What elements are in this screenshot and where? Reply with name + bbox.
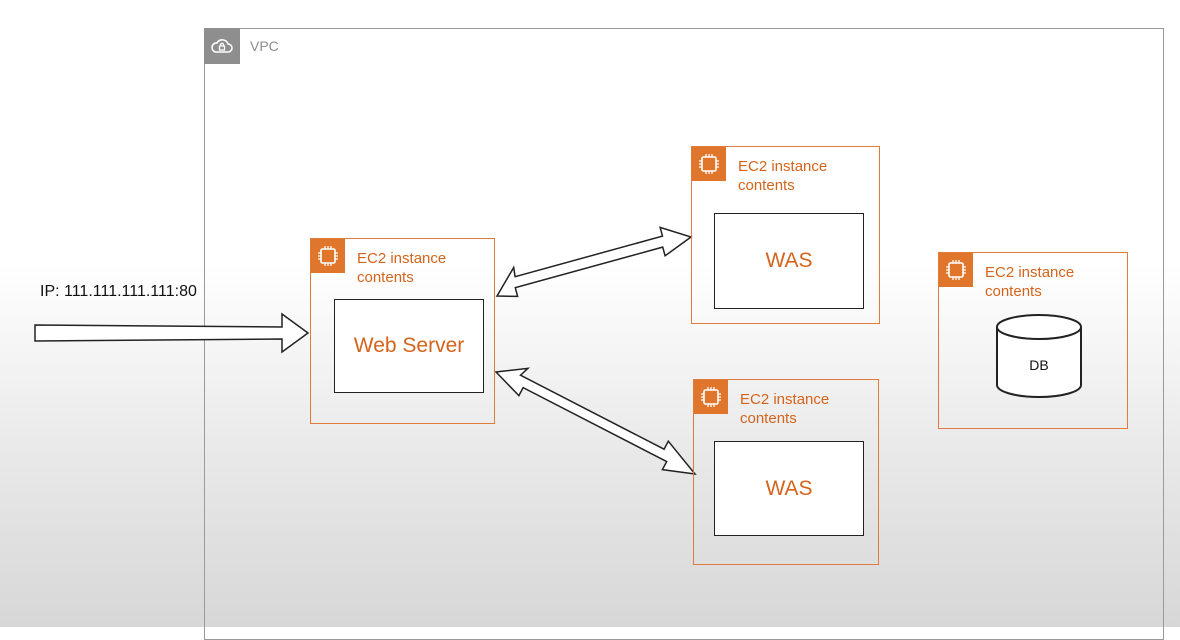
ec2-label-line2: contents	[985, 283, 1042, 300]
ec2-label: EC2 instance contents	[738, 157, 827, 195]
ec2-label: EC2 instance contents	[985, 263, 1074, 301]
vpc-label: VPC	[250, 38, 279, 54]
ec2-chip-icon	[311, 239, 345, 273]
ec2-label-line2: contents	[738, 177, 795, 194]
inbound-arrow	[34, 312, 310, 354]
ec2-label: EC2 instance contents	[357, 249, 446, 287]
ec2-instance-db: EC2 instance contents DB	[938, 252, 1128, 429]
ec2-instance-was-1: EC2 instance contents WAS	[691, 146, 880, 324]
ec2-chip-icon	[692, 147, 726, 181]
ec2-label-line1: EC2 instance	[985, 264, 1075, 281]
ec2-chip-icon	[694, 380, 728, 414]
ec2-label-line1: EC2 instance	[738, 158, 828, 175]
cloud-lock-icon	[211, 39, 233, 53]
ec2-chip-icon	[939, 253, 973, 287]
was-box: WAS	[714, 441, 864, 536]
ec2-instance-web: EC2 instance contents Web Server	[310, 238, 495, 424]
database-cylinder: DB	[994, 311, 1084, 401]
ec2-instance-was-2: EC2 instance contents WAS	[693, 379, 879, 565]
vpc-badge	[204, 28, 240, 64]
ec2-label: EC2 instance contents	[740, 390, 829, 428]
web-was1-arrow	[495, 226, 693, 298]
database-icon	[996, 314, 1082, 398]
ec2-label-line2: contents	[740, 410, 797, 427]
web-was2-arrow	[494, 367, 697, 475]
was-box: WAS	[714, 213, 864, 309]
web-server-box: Web Server	[334, 299, 484, 393]
ec2-label-line1: EC2 instance	[740, 391, 830, 408]
db-label: DB	[1029, 357, 1049, 373]
ec2-label-line1: EC2 instance	[357, 250, 447, 267]
ec2-label-line2: contents	[357, 269, 414, 286]
ip-label: IP: 111.111.111.111:80	[40, 283, 197, 300]
